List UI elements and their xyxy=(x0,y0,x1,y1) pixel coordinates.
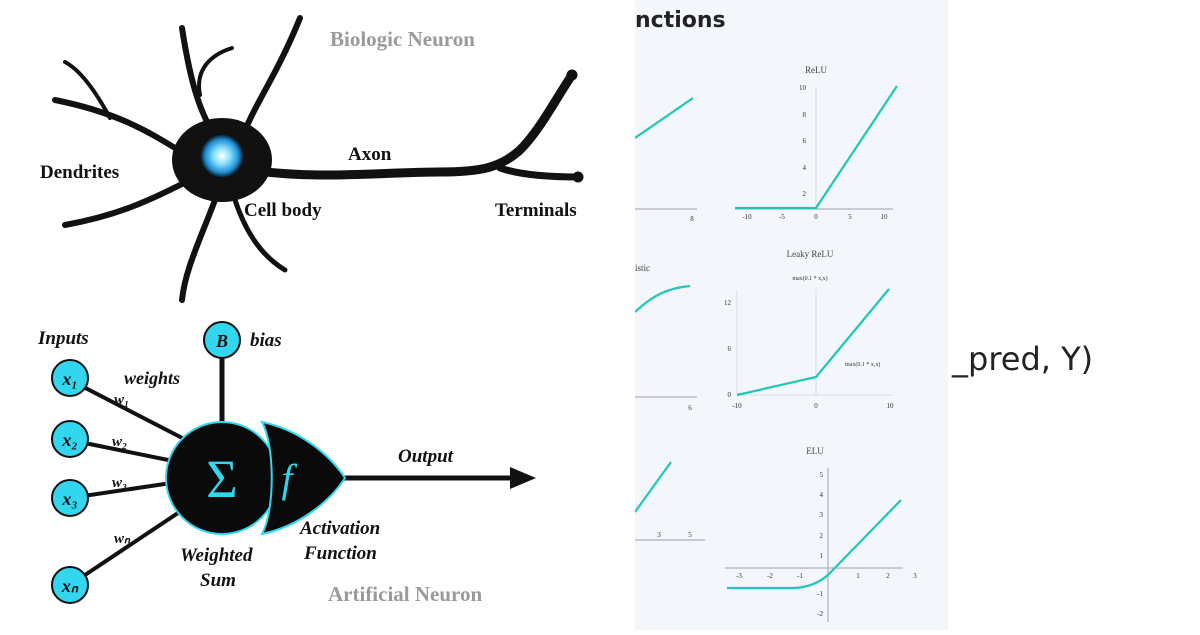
relu-xtick: -5 xyxy=(779,213,785,221)
activation-function-line-2: Function xyxy=(303,543,377,564)
inputs-label: Inputs xyxy=(37,328,89,349)
cropped-xtick: 8 xyxy=(690,215,694,223)
leaky-xtick: -10 xyxy=(732,402,742,410)
relu-xtick: 5 xyxy=(848,213,852,221)
dendrite xyxy=(65,180,190,225)
dendrite xyxy=(199,48,232,95)
relu-xtick: 0 xyxy=(814,213,818,221)
leaky-xtick: 10 xyxy=(887,402,895,410)
input-label-xn: xₙ xyxy=(61,576,79,596)
leaky-title: Leaky ReLU xyxy=(787,249,834,259)
leaky-annotation-right: max(0.1 * x,x) xyxy=(845,361,880,368)
elu-xtick: 1 xyxy=(856,572,860,580)
axon xyxy=(250,75,572,175)
relu-xtick: -10 xyxy=(742,213,752,221)
activation-function-line-1: Activation xyxy=(299,518,380,539)
elu-ytick: 4 xyxy=(820,491,824,499)
elu-xtick: -1 xyxy=(797,572,803,580)
relu-xtick: 10 xyxy=(881,213,889,221)
code-panel: _pred, Y) xyxy=(948,0,1200,630)
input-label-x2: x₂ xyxy=(61,430,77,450)
weight-label-w2: w₂ xyxy=(112,434,127,450)
output-label: Output xyxy=(398,446,454,467)
cropped-plot-top: 8 xyxy=(635,98,697,223)
weighted-sum-line-1: Weighted xyxy=(180,545,253,566)
activation-plots: 8 istic 6 3 5 ReLU 10 8 xyxy=(635,0,948,630)
elu-xtick: -3 xyxy=(736,572,742,580)
cell-body-label: Cell body xyxy=(244,200,322,221)
elu-ytick: 5 xyxy=(820,471,824,479)
leaky-relu-plot: Leaky ReLU max(0.1 * x,x) max(0.1 * x,x)… xyxy=(724,249,894,410)
dendrites-label: Dendrites xyxy=(40,162,119,183)
bias-node-label: B xyxy=(215,331,228,351)
leaky-annotation-top: max(0.1 * x,x) xyxy=(792,275,827,282)
relu-plot: ReLU 10 8 6 4 2 -10 -5 0 5 10 xyxy=(735,65,897,221)
elu-xtick: -2 xyxy=(767,572,773,580)
biologic-title: Biologic Neuron xyxy=(330,27,475,51)
cropped-plot-logistic: istic 6 xyxy=(635,263,697,412)
input-link xyxy=(70,505,190,585)
elu-ytick: -2 xyxy=(817,610,823,618)
elu-ytick: 3 xyxy=(820,511,824,519)
artificial-neuron xyxy=(52,322,536,603)
cropped-xtick: 5 xyxy=(688,531,692,539)
relu-title: ReLU xyxy=(805,65,827,75)
elu-xtick: 2 xyxy=(886,572,890,580)
cropped-xtick: 6 xyxy=(688,404,692,412)
bias-label: bias xyxy=(250,330,282,351)
sigma-symbol: Σ xyxy=(206,449,237,509)
code-fragment: _pred, Y) xyxy=(952,340,1093,378)
weight-label-w1: w₁ xyxy=(114,392,129,408)
output-arrowhead xyxy=(510,467,536,489)
relu-ytick: 2 xyxy=(803,190,807,198)
relu-ytick: 10 xyxy=(799,84,807,92)
leaky-relu-curve xyxy=(737,289,889,395)
input-label-x1: x₁ xyxy=(61,369,77,389)
leaky-ytick: 6 xyxy=(728,345,732,353)
input-link xyxy=(70,380,190,442)
weighted-sum-line-2: Sum xyxy=(200,570,236,591)
artificial-title: Artificial Neuron xyxy=(328,582,482,606)
dendrite xyxy=(182,200,215,300)
leaky-ytick: 0 xyxy=(728,391,732,399)
terminals-label: Terminals xyxy=(495,200,577,221)
elu-xtick: 3 xyxy=(913,572,917,580)
weight-label-w3: w₃ xyxy=(112,475,127,491)
logistic-title-fragment: istic xyxy=(635,263,650,273)
axon-terminal xyxy=(500,168,578,177)
weight-label-wn: wₙ xyxy=(114,531,131,547)
cropped-xtick: 3 xyxy=(657,531,661,539)
relu-ytick: 6 xyxy=(803,137,807,145)
cropped-plot-bottom: 3 5 xyxy=(635,462,705,540)
elu-ytick: 2 xyxy=(820,532,824,540)
axon-label: Axon xyxy=(348,144,392,165)
elu-ytick: 1 xyxy=(820,552,824,560)
weights-label: weights xyxy=(124,368,180,388)
elu-title: ELU xyxy=(806,446,824,456)
elu-ytick: -1 xyxy=(817,590,823,598)
relu-ytick: 4 xyxy=(803,164,807,172)
leaky-ytick: 12 xyxy=(724,299,732,307)
elu-curve xyxy=(727,500,901,588)
neuron-diagram-panel: Biologic Neuron Dendrites Axon Cell body… xyxy=(0,0,635,630)
biologic-neuron xyxy=(55,18,583,300)
activation-functions-panel: nctions 8 istic 6 3 5 ReLU xyxy=(635,0,948,630)
nucleus-glow xyxy=(200,134,244,178)
relu-ytick: 8 xyxy=(803,111,807,119)
neuron-diagram: Biologic Neuron Dendrites Axon Cell body… xyxy=(0,0,635,630)
input-label-x3: x₃ xyxy=(61,489,77,509)
elu-plot: ELU 5 4 3 2 1 -1 -2 -3 -2 -1 1 2 3 xyxy=(725,446,917,622)
leaky-xtick: 0 xyxy=(814,402,818,410)
